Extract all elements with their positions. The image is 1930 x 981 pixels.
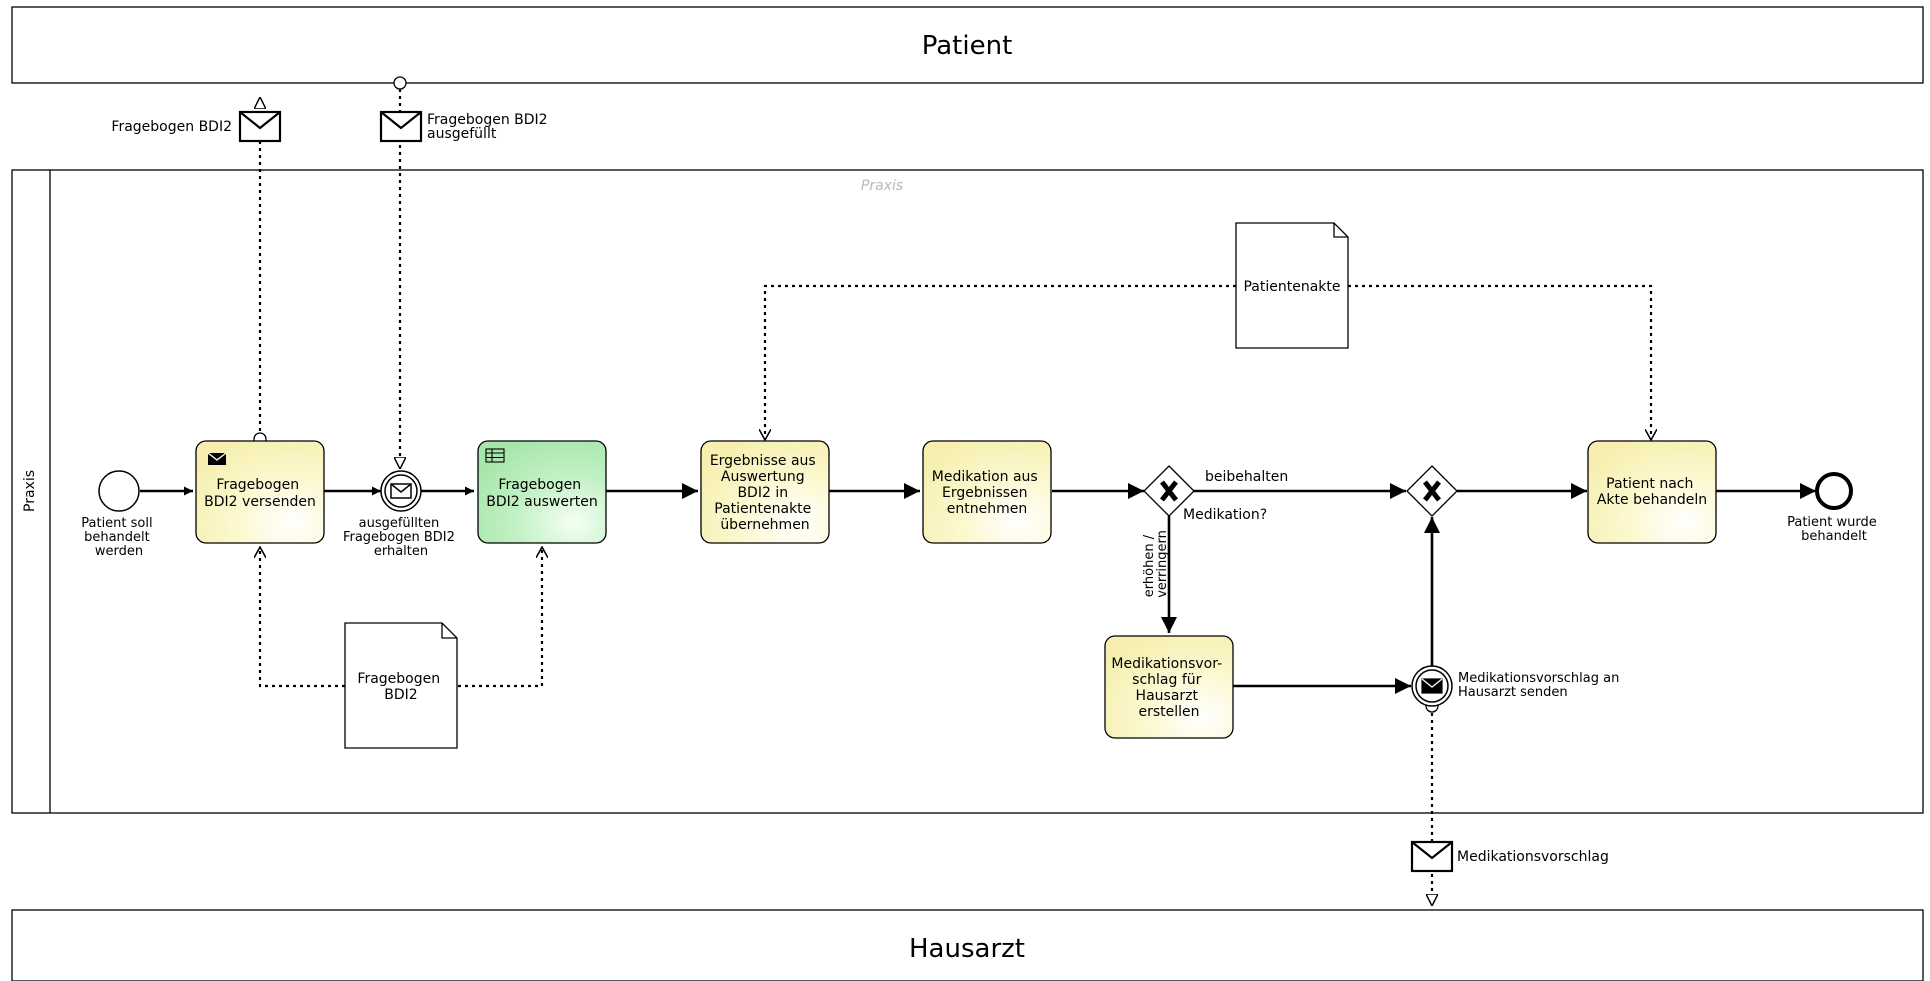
start-event[interactable]: Patient soll behandelt werden bbox=[81, 470, 157, 559]
task-adopt-results[interactable]: Ergebnisse aus Auswertung BDI2 in Patien… bbox=[700, 440, 830, 544]
task-treat-patient[interactable]: Patient nach Akte behandeln bbox=[1587, 440, 1717, 544]
intermediate-catch-event-received[interactable]: ausgefüllten Fragebogen BDI2 erhalten bbox=[343, 470, 459, 559]
task-proposal-label: Medikationsvor- schlag für Hausarzt erst… bbox=[1111, 656, 1226, 720]
task-evaluate-label: Fragebogen BDI2 auswerten bbox=[486, 477, 597, 510]
task-send-label: Fragebogen BDI2 versenden bbox=[204, 477, 316, 510]
gateway-decision[interactable]: Medikation? bbox=[1143, 465, 1267, 523]
envelope-filled-icon bbox=[1421, 678, 1443, 694]
message-flows bbox=[260, 89, 1432, 906]
message-in-label: Fragebogen BDI2 ausgefüllt bbox=[427, 112, 552, 142]
task-create-proposal[interactable]: Medikationsvor- schlag für Hausarzt erst… bbox=[1104, 635, 1234, 739]
envelope-icon bbox=[238, 110, 282, 143]
envelope-icon bbox=[390, 483, 412, 499]
data-object-record-label: Patientenakte bbox=[1243, 279, 1340, 295]
task-evaluate-questionnaire[interactable]: Fragebogen BDI2 auswerten bbox=[477, 440, 607, 544]
association-questionnaire-send[interactable] bbox=[260, 547, 345, 688]
gateway-merge[interactable] bbox=[1406, 465, 1458, 517]
end-event-label: Patient wurde behandelt bbox=[1787, 515, 1881, 544]
send-proposal-label: Medikationsvorschlag an Hausarzt senden bbox=[1458, 671, 1623, 700]
message-out-label: Fragebogen BDI2 bbox=[111, 119, 232, 135]
flow-change-label: erhöhen / verringern bbox=[1142, 530, 1170, 598]
exclusive-x-icon bbox=[1423, 480, 1441, 502]
pool-hausarzt[interactable]: Hausarzt bbox=[11, 909, 1924, 981]
associations bbox=[260, 284, 1651, 688]
task-extract-label: Medikation aus Ergebnissen entnehmen bbox=[932, 469, 1042, 517]
envelope-icon bbox=[379, 110, 423, 143]
message-out[interactable]: Fragebogen BDI2 bbox=[111, 110, 282, 143]
task-send-questionnaire[interactable]: Fragebogen BDI2 versenden bbox=[195, 440, 325, 544]
message-in[interactable]: Fragebogen BDI2 ausgefüllt bbox=[379, 110, 552, 143]
gateway-decision-label: Medikation? bbox=[1183, 507, 1267, 523]
association-record-treat[interactable] bbox=[1348, 284, 1651, 440]
sequence-flows bbox=[140, 483, 1816, 694]
pool-patient[interactable]: Patient bbox=[11, 6, 1924, 84]
start-event-label: Patient soll behandelt werden bbox=[81, 516, 157, 559]
end-event[interactable]: Patient wurde behandelt bbox=[1787, 472, 1881, 544]
table-icon bbox=[485, 448, 505, 463]
task-treat-label: Patient nach Akte behandeln bbox=[1597, 476, 1707, 508]
envelope-icon bbox=[1410, 840, 1454, 873]
data-object-patient-record[interactable]: Patientenakte bbox=[1235, 222, 1349, 349]
send-message-icon bbox=[207, 452, 227, 465]
pool-patient-title: Patient bbox=[922, 31, 1013, 61]
task-adopt-label: Ergebnisse aus Auswertung BDI2 in Patien… bbox=[710, 453, 820, 533]
flow-keep-label: beibehalten bbox=[1205, 469, 1288, 485]
association-record-adopt[interactable] bbox=[765, 284, 1236, 440]
received-event-label: ausgefüllten Fragebogen BDI2 erhalten bbox=[343, 516, 459, 559]
task-extract-medication[interactable]: Medikation aus Ergebnissen entnehmen bbox=[922, 440, 1052, 544]
pool-praxis-watermark: Praxis bbox=[861, 178, 903, 194]
data-object-questionnaire-label: Fragebogen BDI2 bbox=[357, 671, 444, 703]
message-proposal-label: Medikationsvorschlag bbox=[1457, 849, 1609, 865]
data-object-questionnaire[interactable]: Fragebogen BDI2 bbox=[344, 622, 458, 749]
intermediate-throw-event-send-proposal[interactable]: Medikationsvorschlag an Hausarzt senden bbox=[1411, 665, 1623, 707]
pool-praxis-label: Praxis bbox=[22, 470, 38, 512]
exclusive-x-icon bbox=[1160, 480, 1178, 502]
message-proposal[interactable]: Medikationsvorschlag bbox=[1410, 840, 1609, 873]
association-questionnaire-evaluate[interactable] bbox=[458, 547, 542, 688]
pool-hausarzt-title: Hausarzt bbox=[909, 934, 1025, 964]
